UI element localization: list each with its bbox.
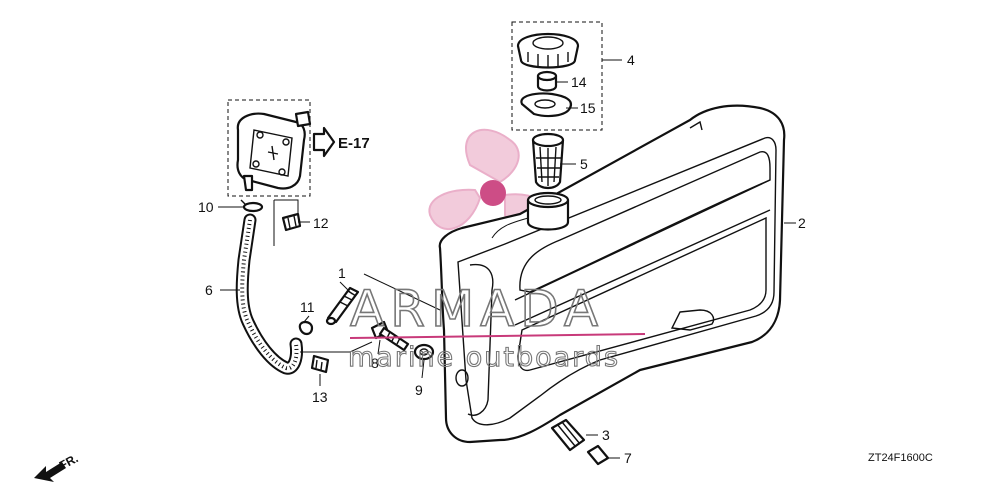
small-clip-icon (298, 320, 314, 336)
callout-6: 6 (205, 282, 213, 298)
fuel-filter-icon (531, 132, 565, 190)
callout-13: 13 (312, 389, 328, 405)
callout-9: 9 (415, 382, 423, 398)
fuel-tank-icon (438, 104, 786, 444)
callout-7: 7 (624, 450, 632, 466)
drain-pin-icon (325, 286, 360, 326)
callout-1: 1 (338, 265, 346, 281)
front-arrow-icon: FR. (34, 451, 80, 482)
bolt-icon (370, 320, 410, 352)
cap-seal-icon (536, 70, 558, 92)
watermark-tagline: marine outboards (348, 342, 620, 373)
fuel-hose-icon (235, 213, 303, 375)
callout-3: 3 (602, 427, 610, 443)
callout-15: 15 (580, 100, 596, 116)
callout-14: 14 (571, 74, 587, 90)
reference-label: E-17 (338, 135, 370, 152)
filler-cap-icon (516, 32, 580, 69)
fuel-pump-icon (236, 110, 312, 192)
fuel-pump-box (227, 99, 311, 197)
callout-5: 5 (580, 156, 588, 172)
callout-4: 4 (627, 52, 635, 68)
watermark-brand: ARMADA (350, 280, 604, 338)
callout-12: 12 (313, 215, 329, 231)
clamp-icon (310, 354, 330, 374)
leader-lines (218, 59, 796, 459)
drawing-code: ZT24F1600C (868, 452, 933, 464)
cap-tether-icon (520, 92, 573, 118)
hose-clamp-icon (281, 212, 302, 232)
cap-assembly-box (511, 21, 603, 131)
plug-icon (586, 444, 610, 466)
washer-icon (413, 343, 435, 361)
filler-neck-icon (491, 191, 570, 239)
grommet-icon (550, 418, 586, 452)
callout-8: 8 (371, 355, 379, 371)
reference-arrow-icon (312, 126, 336, 158)
callout-11: 11 (300, 299, 315, 315)
clip-icon (240, 199, 264, 213)
callout-labels: 1 2 3 4 5 6 7 8 9 10 11 12 13 14 15 (198, 52, 806, 466)
watermark: ARMADA marine outboards (347, 279, 646, 374)
callout-10: 10 (198, 199, 214, 215)
callout-2: 2 (798, 215, 806, 231)
